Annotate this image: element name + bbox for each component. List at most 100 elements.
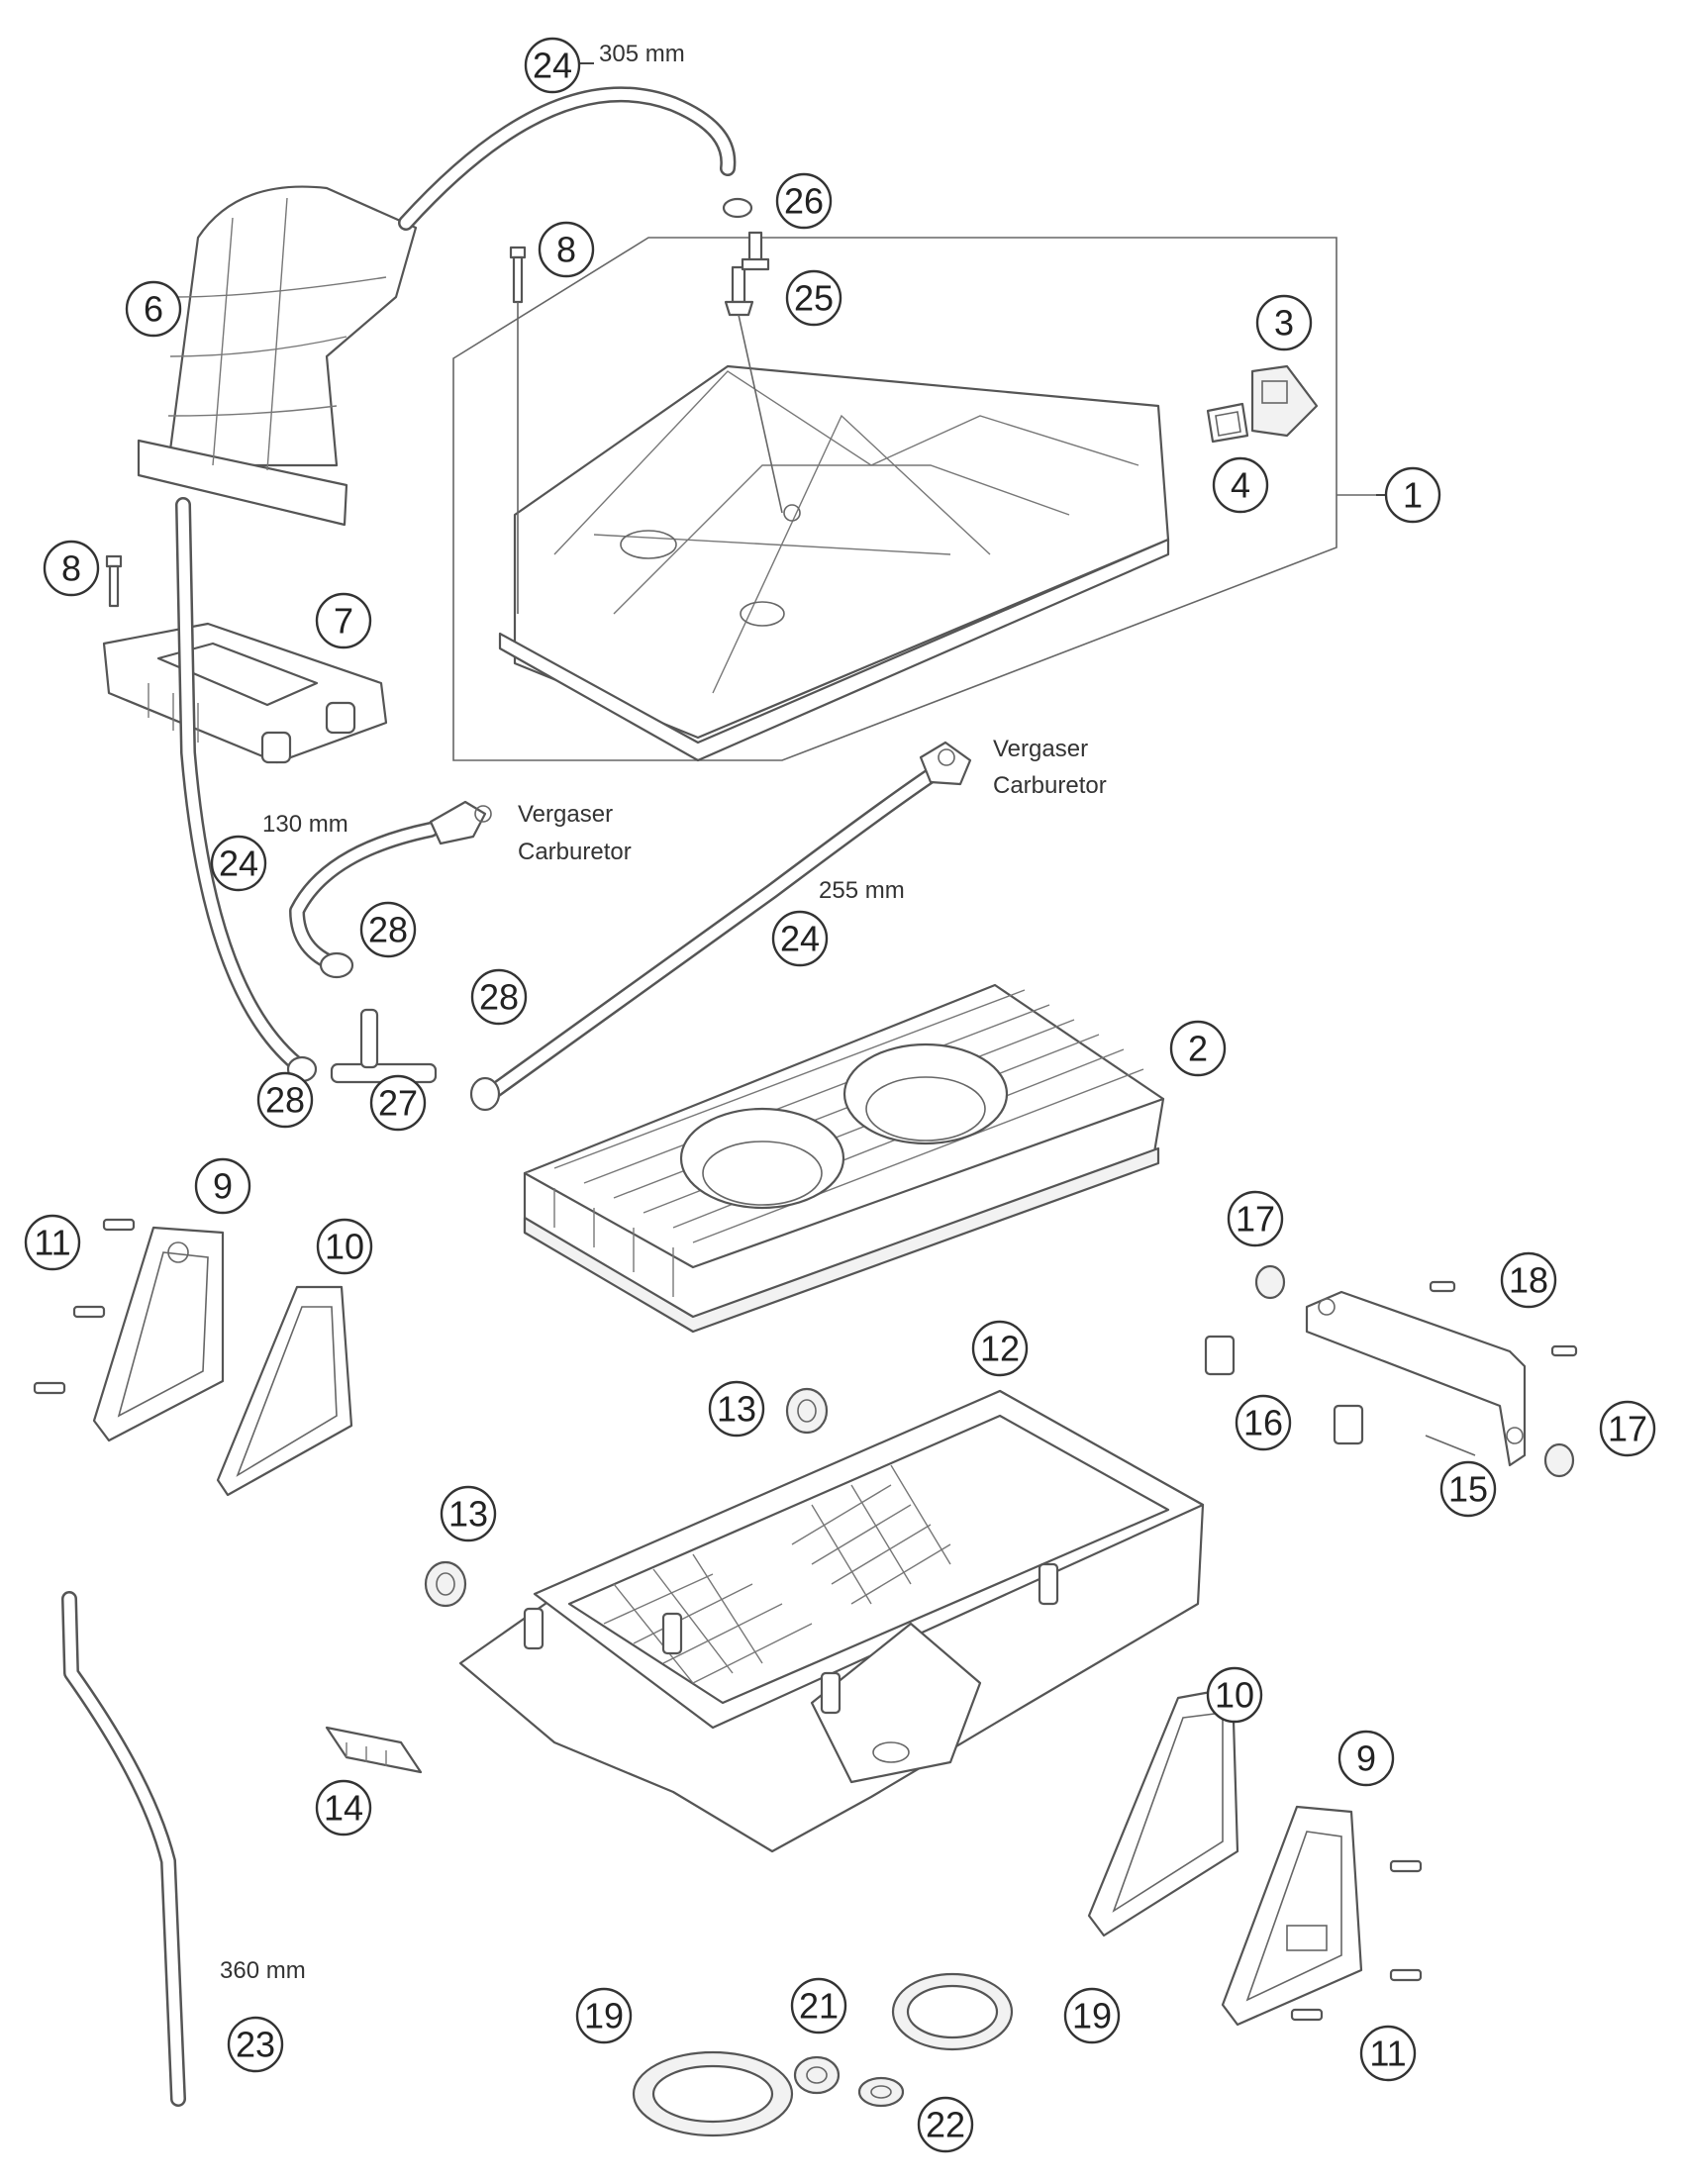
grommet-13b	[424, 1560, 467, 1608]
callout-19-left: 19	[575, 1987, 633, 2044]
svg-text:6: 6	[144, 289, 163, 330]
carburetor-label-en-2: Carburetor	[993, 772, 1107, 799]
svg-text:3: 3	[1274, 303, 1294, 344]
grommet-22	[857, 2076, 905, 2108]
svg-text:24: 24	[219, 844, 258, 884]
hose-24-305mm	[398, 86, 737, 231]
callout-17-right: 17	[1599, 1400, 1656, 1457]
svg-text:17: 17	[1608, 1409, 1647, 1449]
hose-length-360: 360 mm	[220, 1957, 306, 1984]
carburetor-label-de-1: Vergaser	[518, 801, 613, 828]
svg-text:24: 24	[780, 919, 820, 959]
svg-text:21: 21	[799, 1986, 839, 2027]
callout-9-right: 9	[1337, 1730, 1395, 1787]
airbox-housing	[458, 1389, 1205, 1853]
callout-4: 4	[1212, 456, 1269, 514]
screw-top	[509, 246, 527, 614]
screw-left	[105, 554, 123, 608]
svg-text:19: 19	[1072, 1996, 1112, 2036]
callout-11-left: 11	[24, 1214, 81, 1271]
clip-14	[325, 1726, 423, 1774]
callout-28-upper: 28	[359, 901, 417, 958]
svg-text:22: 22	[926, 2105, 965, 2145]
seal-19-right	[891, 1972, 1014, 2051]
carburetor-elbow-2	[919, 741, 972, 786]
grommet-13a	[785, 1387, 829, 1435]
intake-boot	[137, 185, 418, 527]
callout-19-right: 19	[1063, 1987, 1121, 2044]
svg-text:24: 24	[533, 46, 572, 86]
callout-16: 16	[1235, 1394, 1292, 1451]
callout-14: 14	[315, 1779, 372, 1837]
svg-text:18: 18	[1509, 1260, 1548, 1301]
seal-19-left	[632, 2050, 794, 2137]
callout-28-middle: 28	[470, 968, 528, 1026]
svg-text:7: 7	[334, 601, 353, 642]
hose-clamp-28a	[319, 951, 354, 979]
callout-28-lower: 28	[256, 1071, 314, 1129]
hose-23-360mm	[61, 1591, 186, 2107]
callout-24-top: 24	[524, 37, 581, 94]
callout-24-right: 24	[771, 910, 829, 967]
callout-8-top: 8	[538, 221, 595, 278]
carburetor-label-en-1: Carburetor	[518, 839, 632, 865]
callout-13-top: 13	[708, 1380, 765, 1438]
svg-text:28: 28	[265, 1080, 305, 1121]
svg-text:28: 28	[479, 977, 519, 1018]
callout-22: 22	[917, 2096, 974, 2153]
screws-right-11	[1290, 1859, 1423, 2022]
svg-text:26: 26	[784, 181, 824, 222]
svg-text:11: 11	[1369, 2034, 1406, 2074]
breather-hose-main	[175, 497, 305, 1072]
gasket-left	[216, 1285, 353, 1497]
callout-3: 3	[1255, 294, 1313, 351]
callout-7: 7	[315, 592, 372, 649]
callout-17-left: 17	[1227, 1190, 1284, 1247]
hose-length-305: 305 mm	[599, 41, 685, 67]
callout-23: 23	[227, 2016, 284, 2073]
hose-clamp-26	[722, 197, 753, 219]
side-cover-right	[1221, 1805, 1363, 2027]
callout-25: 25	[785, 269, 842, 327]
carburetor-elbow-1	[429, 800, 492, 845]
plate-gasket	[1206, 402, 1249, 444]
svg-text:28: 28	[368, 910, 408, 950]
callout-12: 12	[971, 1320, 1029, 1377]
svg-text:9: 9	[1356, 1738, 1376, 1779]
hose-length-255: 255 mm	[819, 877, 905, 904]
callout-6: 6	[125, 280, 182, 338]
svg-text:1: 1	[1403, 475, 1423, 516]
hose-length-130: 130 mm	[262, 811, 348, 838]
hose-24-255mm	[482, 764, 943, 1102]
callout-2: 2	[1169, 1020, 1227, 1077]
intake-flange	[102, 622, 388, 764]
svg-text:15: 15	[1448, 1469, 1488, 1510]
grommet-21	[793, 2055, 841, 2095]
callout-15: 15	[1439, 1460, 1497, 1518]
svg-text:14: 14	[324, 1788, 363, 1829]
bracket-assembly	[1204, 1264, 1578, 1478]
gasket-right	[1087, 1686, 1239, 1937]
svg-text:17: 17	[1236, 1199, 1275, 1240]
callout-10-right: 10	[1206, 1666, 1263, 1724]
svg-text:23: 23	[236, 2025, 275, 2065]
callout-26: 26	[775, 172, 833, 230]
callout-10-left: 10	[316, 1218, 373, 1275]
screws-left-11	[33, 1218, 136, 1395]
carburetor-label-de-2: Vergaser	[993, 736, 1088, 762]
svg-text:25: 25	[794, 278, 834, 319]
vent-nipple	[741, 231, 770, 271]
svg-text:12: 12	[980, 1329, 1020, 1369]
svg-text:4: 4	[1231, 465, 1250, 506]
t-connector	[330, 1008, 438, 1084]
svg-text:9: 9	[213, 1166, 233, 1207]
hose-24-130mm	[289, 822, 439, 973]
svg-text:10: 10	[325, 1227, 364, 1267]
callout-8-left: 8	[43, 540, 100, 597]
svg-text:8: 8	[556, 230, 576, 270]
air-filter	[523, 983, 1165, 1334]
airbox-lid-assembly	[452, 237, 1376, 762]
callout-11-right: 11	[1359, 2025, 1417, 2082]
side-cover-left	[92, 1226, 225, 1442]
